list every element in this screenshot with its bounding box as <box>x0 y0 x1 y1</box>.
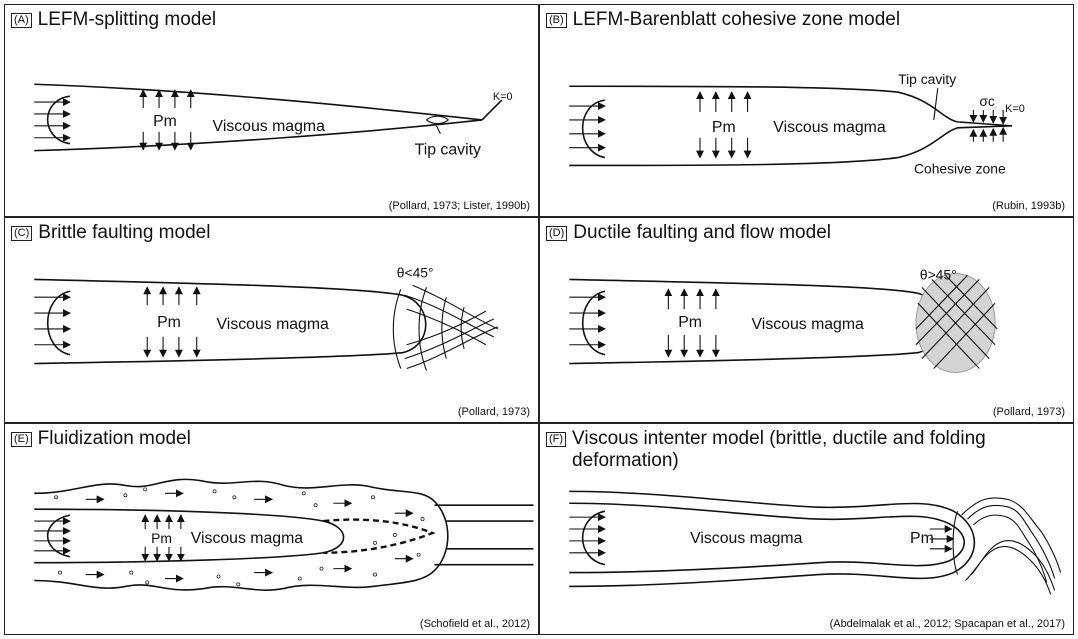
panel-a-tip-label: Tip cavity <box>415 142 481 159</box>
panel-c: (C) Brittle faulting model <box>4 217 539 423</box>
panel-a-citation: (Pollard, 1973; Lister, 1990b) <box>389 200 530 212</box>
panel-f-diagram: Viscous magma Pm <box>540 424 1073 634</box>
panel-a-tip-cavity-shape <box>427 116 449 123</box>
panel-b-k-label: K=0 <box>1005 103 1025 115</box>
panel-a-pm-label: Pm <box>153 113 177 130</box>
panel-a: (A) LEFM-splitting model <box>4 4 539 217</box>
panel-b-sigma-label: σc <box>979 93 995 109</box>
panel-f-citation: (Abdelmalak et al., 2012; Spacapan et al… <box>830 618 1065 630</box>
panel-d-flow-profile <box>569 291 605 354</box>
panel-d-angle-label: θ>45° <box>920 266 957 282</box>
panel-b-magma-label: Viscous magma <box>773 119 886 136</box>
panel-d: (D) Ductile faulting and flow model <box>539 217 1074 423</box>
panel-f-flow-profile <box>569 511 605 564</box>
panel-d-diagram: Pm Viscous magma θ>45° <box>540 218 1073 422</box>
panel-e-magma-label: Viscous magma <box>191 530 304 547</box>
panel-c-citation: (Pollard, 1973) <box>458 406 530 418</box>
panel-d-ductile-zone <box>916 273 997 372</box>
panel-f-pm-label: Pm <box>910 530 934 547</box>
panel-b-tip-label: Tip cavity <box>898 71 956 87</box>
panel-c-diagram: Pm Viscous magma θ<45° <box>5 218 538 422</box>
panel-a-flow-profile <box>34 96 70 144</box>
panel-c-flow-profile <box>34 291 70 354</box>
panel-b-pm-label: Pm <box>712 119 736 136</box>
panel-b-flow-profile <box>569 100 605 157</box>
panel-e-citation: (Schofield et al., 2012) <box>420 618 530 630</box>
panel-c-pm-label: Pm <box>157 314 181 331</box>
panel-f-folded-host <box>953 498 1060 595</box>
panel-d-citation: (Pollard, 1973) <box>993 406 1065 418</box>
panel-a-k-label: K=0 <box>493 91 513 103</box>
panel-d-pm-label: Pm <box>678 314 702 331</box>
panel-e-diagram: Pm Viscous magma <box>5 424 538 634</box>
panel-a-magma-label: Viscous magma <box>213 118 326 135</box>
panel-b-tip-leader <box>934 88 938 120</box>
panel-b-cohesive-label: Cohesive zone <box>914 160 1006 176</box>
panel-e-dashed-front <box>324 520 433 553</box>
panel-f: (F) Viscous intenter model (brittle, duc… <box>539 423 1074 635</box>
panel-b-diagram: Pm Viscous magma Tip cavity σc K=0 Cohes… <box>540 5 1073 216</box>
panel-e-flow-profile <box>34 515 70 557</box>
panel-a-tip-leader <box>436 126 440 134</box>
panel-f-magma-label: Viscous magma <box>690 530 803 547</box>
panel-b: (B) LEFM-Barenblatt cohesive zone model <box>539 4 1074 217</box>
panel-e: (E) Fluidization model <box>4 423 539 635</box>
panel-c-magma-label: Viscous magma <box>217 316 330 333</box>
panel-b-citation: (Rubin, 1993b) <box>992 200 1065 212</box>
panel-e-pm-label: Pm <box>151 530 172 546</box>
panel-c-angle-label: θ<45° <box>397 264 434 280</box>
panel-d-magma-label: Viscous magma <box>752 316 865 333</box>
panel-a-diagram: Pm Viscous magma Tip cavity K=0 <box>5 5 538 216</box>
